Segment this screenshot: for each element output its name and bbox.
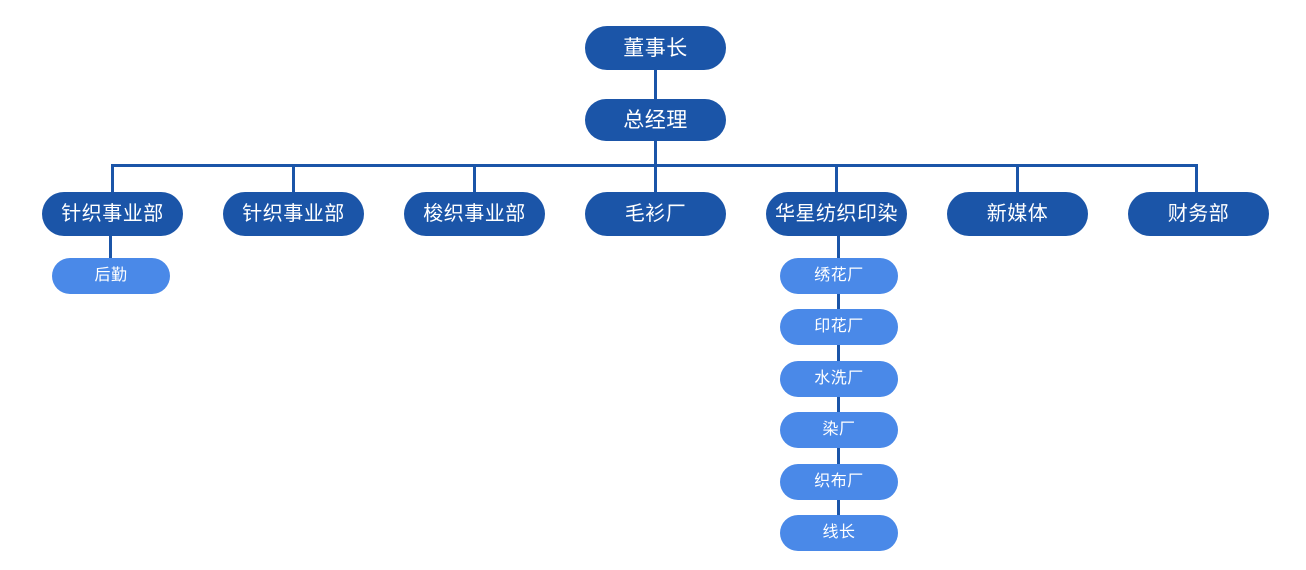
node-department-sweater-factory[interactable]: 毛衫厂 — [585, 192, 726, 236]
connector-drop-dept-4 — [654, 164, 657, 192]
node-department-knitting-2-label: 针织事业部 — [242, 203, 345, 225]
connector-embroidery-to-printing — [837, 294, 840, 310]
node-sub-washing-factory[interactable]: 水洗厂 — [780, 361, 898, 397]
connector-weaving-to-lineleader — [837, 500, 840, 516]
node-sub-embroidery-factory[interactable]: 绣花厂 — [780, 258, 898, 294]
node-department-sweater-factory-label: 毛衫厂 — [624, 203, 687, 225]
node-sub-line-leader-label: 线长 — [822, 524, 856, 541]
node-department-woven[interactable]: 梭织事业部 — [404, 192, 545, 236]
node-department-knitting-1[interactable]: 针织事业部 — [42, 192, 183, 236]
node-sub-embroidery-factory-label: 绣花厂 — [814, 267, 864, 284]
node-department-knitting-2[interactable]: 针织事业部 — [223, 192, 364, 236]
node-sub-washing-factory-label: 水洗厂 — [814, 370, 864, 387]
node-sub-dyeing-factory-label: 染厂 — [822, 421, 856, 438]
connector-chairman-to-gm — [654, 70, 657, 99]
connector-gm-to-bus — [654, 141, 657, 164]
node-sub-logistics[interactable]: 后勤 — [52, 258, 170, 294]
node-sub-dyeing-factory[interactable]: 染厂 — [780, 412, 898, 448]
node-department-new-media-label: 新媒体 — [986, 203, 1049, 225]
node-general-manager[interactable]: 总经理 — [585, 99, 726, 141]
node-sub-logistics-label: 后勤 — [94, 267, 128, 284]
connector-drop-dept-7 — [1195, 164, 1198, 192]
connector-drop-dept-6 — [1016, 164, 1019, 192]
connector-drop-dept-5 — [835, 164, 838, 192]
node-department-finance[interactable]: 财务部 — [1128, 192, 1269, 236]
connector-washing-to-dyeing — [837, 397, 840, 413]
node-department-new-media[interactable]: 新媒体 — [947, 192, 1088, 236]
node-sub-printing-factory[interactable]: 印花厂 — [780, 309, 898, 345]
connector-drop-dept-1 — [111, 164, 114, 192]
node-chairman-label: 董事长 — [623, 36, 688, 60]
connector-dyeing-to-weaving — [837, 448, 840, 465]
connector-huaxing-to-embroidery — [837, 236, 840, 259]
node-department-knitting-1-label: 针织事业部 — [61, 203, 164, 225]
node-sub-weaving-factory-label: 织布厂 — [814, 473, 864, 490]
node-department-finance-label: 财务部 — [1167, 203, 1230, 225]
node-sub-weaving-factory[interactable]: 织布厂 — [780, 464, 898, 500]
connector-printing-to-washing — [837, 345, 840, 362]
node-chairman[interactable]: 董事长 — [585, 26, 726, 70]
connector-drop-dept-3 — [473, 164, 476, 192]
connector-knitting-to-logistics — [109, 236, 112, 259]
node-department-huaxing-textile-dyeing-label: 华星纺织印染 — [775, 203, 898, 225]
node-sub-printing-factory-label: 印花厂 — [814, 318, 864, 335]
node-department-woven-label: 梭织事业部 — [423, 203, 526, 225]
node-sub-line-leader[interactable]: 线长 — [780, 515, 898, 551]
node-general-manager-label: 总经理 — [623, 108, 688, 132]
connector-drop-dept-2 — [292, 164, 295, 192]
node-department-huaxing-textile-dyeing[interactable]: 华星纺织印染 — [766, 192, 907, 236]
